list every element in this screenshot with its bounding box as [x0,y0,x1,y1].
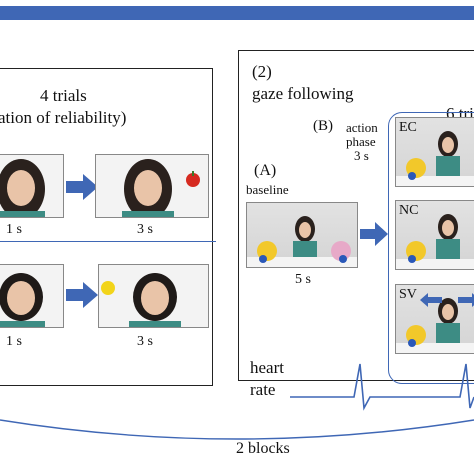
condition-nc-image [396,214,474,269]
section-title: gaze following [252,84,354,103]
baseline-scene-frame [246,202,358,268]
condition-nc-frame [395,200,474,270]
heart-rate-trace [290,363,474,411]
apple-icon [186,171,200,187]
woman-face-image [0,159,45,217]
woman-face-image [0,273,45,327]
blocks-count-label: 2 blocks [236,440,290,457]
left-panel-title-reliability: ation of reliability) [0,108,127,127]
face-frame-neutral-2 [0,264,64,328]
condition-nc-label: NC [399,203,419,218]
baseline-letter: (A) [254,162,277,179]
reliability-phase-panel [0,68,213,386]
arrow-right-icon [66,174,98,200]
condition-ec-image [396,131,474,186]
condition-sv-image [396,298,474,353]
woman-face-image [122,159,174,217]
row2-right-duration: 3 s [137,334,153,349]
phase-b-line1: action [346,120,378,135]
condition-sv-label: SV [399,287,417,302]
divider-line [0,241,216,243]
condition-ec-frame [395,117,474,187]
conditions-group [388,112,474,384]
phase-b-letter: (B) [313,118,333,134]
tennis-ball-icon [101,281,115,295]
double-arrow-icon [420,293,474,307]
arrow-right-icon [360,222,388,246]
baseline-duration: 5 s [295,272,311,287]
row1-right-duration: 3 s [137,222,153,237]
face-frame-apple [95,154,209,218]
woman-face-image [129,273,181,327]
heart-rate-label-line1: heart [250,358,284,377]
phase-b-duration: 3 s [354,148,369,163]
face-frame-ball [98,264,209,328]
arrow-right-icon [66,282,98,308]
condition-sv-frame [395,284,474,354]
baseline-scene-image [247,216,357,267]
baseline-label: baseline [246,182,289,197]
row2-left-duration: 1 s [6,334,22,349]
face-frame-neutral [0,154,64,218]
row1-left-duration: 1 s [6,222,22,237]
phase-b-line2: phase [346,134,376,149]
top-banner-bar [0,6,474,20]
section-number: (2) [252,62,272,81]
heart-rate-label-line2: rate [250,380,276,399]
left-panel-title-trials: 4 trials [40,86,87,105]
blocks-bracket-arc [0,419,474,440]
condition-ec-label: EC [399,120,417,135]
